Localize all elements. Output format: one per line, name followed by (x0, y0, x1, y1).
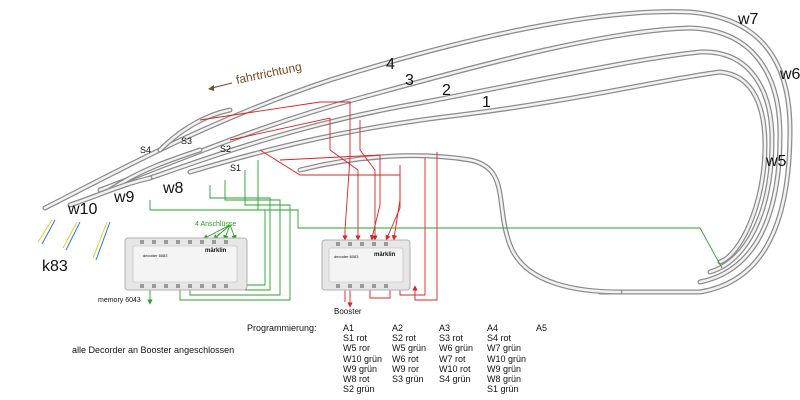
prog-cell: W6 rot (392, 353, 419, 364)
prog-cell: W10 rot (439, 363, 471, 374)
booster-label: Booster (334, 307, 362, 316)
turnout-w5: w5 (765, 153, 787, 170)
prog-cell: S1 grün (487, 384, 519, 395)
track-3 (97, 25, 783, 285)
prog-cell: W9 grün (487, 363, 522, 374)
prog-header: A1 (343, 323, 355, 333)
turnout-w7: w7 (737, 11, 759, 28)
track-1 (187, 69, 768, 265)
prog-col-a4: A4 S4 rot W7 grün W10 grün W9 grün W8 gr… (487, 323, 526, 394)
prog-col-a5: A5 (536, 323, 547, 333)
booster-logo: märklin (374, 252, 396, 258)
prog-cell: W5 ror (343, 343, 370, 354)
track-number-4: 4 (386, 56, 395, 73)
turnout-w8: w8 (162, 180, 184, 197)
memory-label: memory 6043 (98, 297, 141, 304)
prog-col-a1: A1 S1 rot W5 ror W10 grün W9 grün W8 rot… (343, 323, 382, 394)
booster-module: märklin decoder 6083 (321, 239, 411, 291)
track-number-3: 3 (405, 72, 414, 89)
prog-cell: W5 grün (392, 343, 427, 354)
prog-cell: S3 rot (439, 333, 464, 344)
prog-cell: S2 grün (343, 384, 375, 395)
booster-model: decoder 6083 (334, 254, 359, 259)
prog-cell: W7 rot (439, 353, 466, 364)
prog-cell: S4 rot (487, 333, 512, 344)
prog-cell: W9 ror (392, 363, 419, 374)
prog-cell: W6 grün (439, 343, 474, 354)
decoder-left: märklin decoder 6083 (124, 237, 248, 291)
prog-col-a2: A2 S2 rot W5 grün W6 rot W9 ror S3 grün (392, 323, 426, 384)
red-wires (199, 101, 438, 308)
prog-header: A3 (439, 323, 451, 333)
prog-cell: S4 grün (439, 374, 471, 385)
track-2 (147, 49, 775, 275)
prog-cell: S3 grün (392, 374, 424, 385)
prog-col-a3: A3 S3 rot W6 grün W7 rot W10 rot S4 grün (439, 323, 473, 384)
signal-s3: S3 (181, 136, 192, 146)
k83-arrows (37, 219, 111, 261)
prog-cell: S1 rot (343, 333, 368, 344)
prog-cell: W8 rot (343, 374, 370, 385)
decoder-left-logo: märklin (205, 248, 227, 254)
prog-header: A2 (392, 323, 404, 333)
prog-cell: W9 grün (343, 363, 378, 374)
turnout-w9: w9 (113, 189, 135, 206)
signal-s2: S2 (220, 144, 231, 154)
track-4 (42, 9, 793, 295)
prog-cell: S2 rot (392, 333, 417, 344)
inner-loop (297, 153, 623, 295)
prog-header: A4 (487, 323, 499, 333)
decoder-note: alle Decorder an Booster angeschlossen (72, 345, 235, 355)
turnout-w10: w10 (67, 201, 97, 218)
anschluesse-label: 4 Anschlüsse (195, 221, 236, 228)
programming-title: Programmierung: (247, 323, 317, 333)
direction-arrow: fahrtrichtung (208, 59, 303, 91)
turnout-w6: w6 (779, 66, 800, 83)
prog-cell: W7 grün (487, 343, 522, 354)
signal-s1: S1 (230, 163, 241, 173)
prog-cell: W8 grün (487, 374, 522, 385)
prog-cell: W10 grün (343, 353, 383, 364)
prog-cell: W10 grün (487, 353, 527, 364)
prog-header: A5 (536, 323, 548, 333)
decoder-left-model: decoder 6083 (143, 253, 168, 258)
track-number-2: 2 (442, 82, 451, 99)
crossovers (67, 107, 233, 208)
track-number-1: 1 (482, 94, 491, 111)
signal-s4: S4 (140, 145, 151, 155)
direction-label: fahrtrichtung (235, 59, 303, 87)
k83-label: k83 (42, 258, 68, 275)
tracks (42, 9, 793, 295)
